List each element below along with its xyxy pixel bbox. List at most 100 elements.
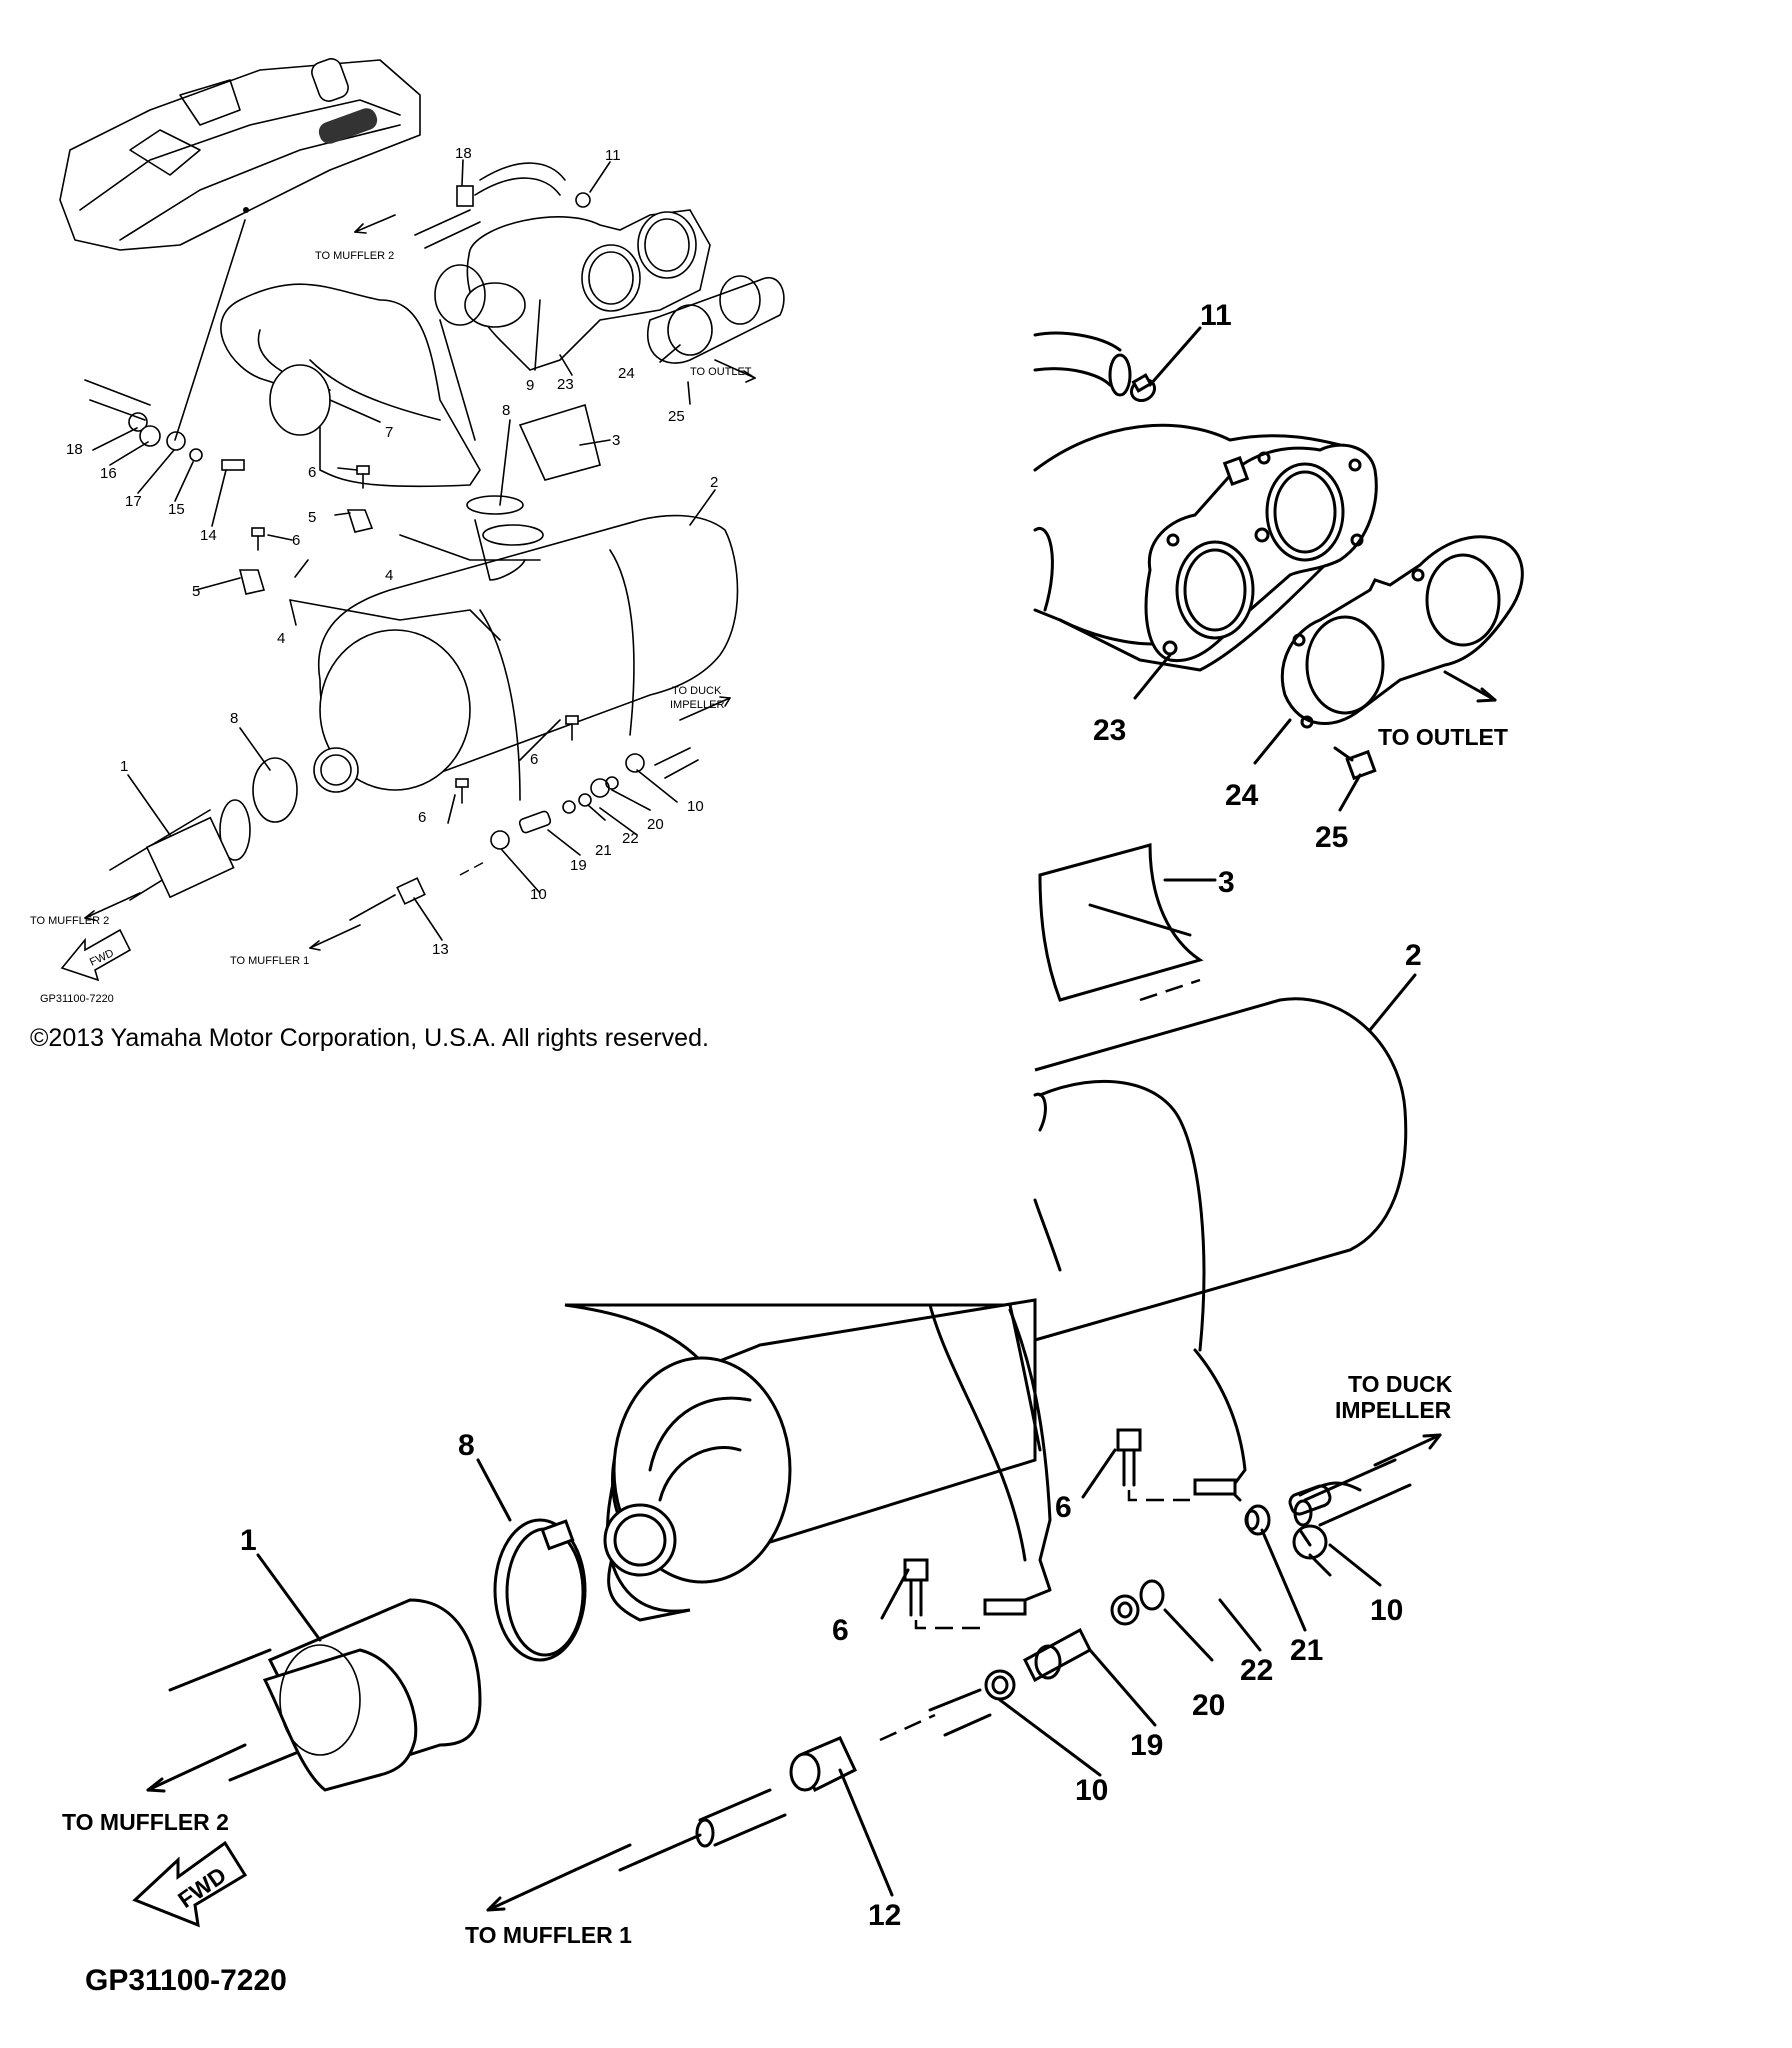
clamp-10-lower bbox=[490, 830, 510, 850]
detail-callout-6-right: 6 bbox=[1055, 1491, 1072, 1524]
detail-clamp-8 bbox=[493, 1518, 587, 1662]
detail-label-to-muffler-2: TO MUFFLER 2 bbox=[62, 1809, 229, 1835]
hose-overview bbox=[84, 379, 151, 421]
detail-strap-4 bbox=[1193, 1348, 1247, 1502]
callout-12: 13 bbox=[432, 941, 449, 958]
detail-upper-manifold bbox=[1033, 331, 1378, 672]
detail-label-impeller: IMPELLER bbox=[1335, 1397, 1452, 1423]
arrows-overview bbox=[84, 214, 756, 951]
detail-labels: TO OUTLET TO DUCK IMPELLER TO MUFFLER 2 … bbox=[62, 724, 1508, 1997]
detail-callout-22: 22 bbox=[1240, 1654, 1273, 1687]
callout-18: 18 bbox=[455, 145, 472, 162]
detail-bracket-5-left bbox=[983, 1598, 1027, 1616]
detail-label-to-muffler-1: TO MUFFLER 1 bbox=[465, 1922, 632, 1948]
bolt-13 bbox=[221, 459, 245, 471]
detail-clamp-11 bbox=[1129, 373, 1157, 403]
detail-callout-6-left: 6 bbox=[832, 1614, 849, 1647]
copyright-notice: ©2013 Yamaha Motor Corporation, U.S.A. A… bbox=[30, 1024, 709, 1052]
clamp-11 bbox=[575, 192, 591, 208]
label-to-muffler-2-top: TO MUFFLER 2 bbox=[315, 250, 394, 262]
clamp-10-upper bbox=[625, 753, 645, 773]
detail-bracket-5-right bbox=[1193, 1478, 1237, 1496]
callout-8-upper: 8 bbox=[502, 402, 510, 419]
detail-bolt-6-right bbox=[1116, 1428, 1190, 1502]
clamp-8-upper bbox=[466, 495, 524, 515]
clamp-8-lower bbox=[252, 757, 298, 823]
callout-17: 18 bbox=[66, 441, 83, 458]
callout-20: 21 bbox=[595, 842, 612, 859]
callout-2: 2 bbox=[710, 474, 718, 491]
labels-overview: TO MUFFLER 2 TO OUTLET TO DUCK IMPELLER … bbox=[30, 250, 752, 1005]
callout-5-b: 5 bbox=[192, 583, 200, 600]
washer-14 bbox=[189, 448, 203, 462]
nut-15 bbox=[139, 425, 161, 447]
label-to-outlet: TO OUTLET bbox=[690, 366, 752, 378]
detail-label-to-duck: TO DUCK bbox=[1348, 1371, 1453, 1397]
callout-3: 3 bbox=[612, 432, 620, 449]
fitting-19 bbox=[518, 810, 552, 834]
callout-8-lower: 8 bbox=[230, 710, 238, 727]
detail-callout-1: 1 bbox=[240, 1524, 257, 1557]
washer-22 bbox=[578, 793, 592, 807]
detail-upper-bg bbox=[1030, 300, 1792, 1700]
detail-callout-25: 25 bbox=[1315, 821, 1348, 854]
hose-joint-12 bbox=[396, 877, 426, 905]
callout-6-c: 6 bbox=[530, 751, 538, 768]
callout-10-lower: 10 bbox=[530, 886, 547, 903]
bolt-6-d bbox=[455, 778, 469, 804]
detail-bolt-6-left bbox=[903, 1558, 980, 1630]
callout-6-b: 6 bbox=[292, 532, 300, 549]
callout-10-upper: 10 bbox=[687, 798, 704, 815]
detail-callout-8: 8 bbox=[458, 1429, 475, 1462]
callout-6-a: 6 bbox=[308, 464, 316, 481]
callout-13: 14 bbox=[200, 527, 217, 544]
callout-25: 25 bbox=[668, 408, 685, 425]
callout-1: 1 bbox=[120, 758, 128, 775]
label-to-duck: TO DUCK bbox=[672, 685, 722, 697]
bracket-5-a bbox=[346, 509, 374, 533]
detail-callout-24: 24 bbox=[1225, 779, 1259, 812]
strap-4-upper bbox=[399, 534, 541, 561]
diagram-code: GP31100-7220 bbox=[40, 993, 114, 1005]
nut-17 bbox=[128, 412, 148, 432]
strap-4-lower bbox=[289, 599, 501, 641]
hose-dash-1 bbox=[459, 859, 489, 876]
callout-24: 24 bbox=[618, 365, 635, 382]
detail-callout-2: 2 bbox=[1405, 939, 1422, 972]
detail-callout-10-left: 10 bbox=[1075, 1774, 1108, 1807]
detail-fwd-arrow-icon: FWD bbox=[132, 1840, 248, 1928]
washer-16 bbox=[166, 431, 186, 451]
bolt-6-b bbox=[251, 527, 265, 551]
detail-heat-shield-line bbox=[1088, 903, 1192, 937]
heat-shield-3 bbox=[518, 403, 601, 481]
exhaust-pipe-7 bbox=[220, 283, 481, 488]
detail-lower-muffler bbox=[564, 1298, 1052, 1622]
detail-callout-19: 19 bbox=[1130, 1729, 1163, 1762]
callout-22: 22 bbox=[622, 830, 639, 847]
callout-6-d: 6 bbox=[418, 809, 426, 826]
detail-label-to-outlet: TO OUTLET bbox=[1378, 724, 1508, 750]
hose-lines bbox=[349, 747, 699, 921]
detail-callout-12: 12 bbox=[868, 1899, 901, 1932]
detail-bolt-25 bbox=[1333, 746, 1377, 781]
callout-4-a: 4 bbox=[385, 567, 393, 584]
detail-arrows bbox=[146, 670, 1497, 1912]
detail-diagram-code: GP31100-7220 bbox=[85, 1964, 287, 1997]
muffler-body-2 bbox=[313, 514, 739, 801]
callout-5-a: 5 bbox=[308, 509, 316, 526]
detail-callout-11: 11 bbox=[1200, 299, 1232, 332]
detail-callout-21: 21 bbox=[1290, 1634, 1323, 1667]
detail-callout-10-right: 10 bbox=[1370, 1594, 1403, 1627]
detail-callout-23: 23 bbox=[1093, 714, 1126, 747]
callout-4-b: 4 bbox=[277, 630, 285, 647]
watercraft-illustration bbox=[59, 58, 421, 441]
hose-joint-18 bbox=[456, 185, 474, 207]
bolt-6-c bbox=[565, 715, 579, 741]
detail-heat-shield-dash bbox=[1139, 978, 1201, 1002]
callout-15: 16 bbox=[100, 465, 117, 482]
washer-20 bbox=[562, 800, 576, 814]
detail-gasket-24 bbox=[1280, 535, 1524, 729]
detail-heat-shield-3 bbox=[1038, 843, 1204, 1002]
clamp-9 bbox=[434, 264, 486, 326]
fitting-21 bbox=[590, 776, 619, 798]
